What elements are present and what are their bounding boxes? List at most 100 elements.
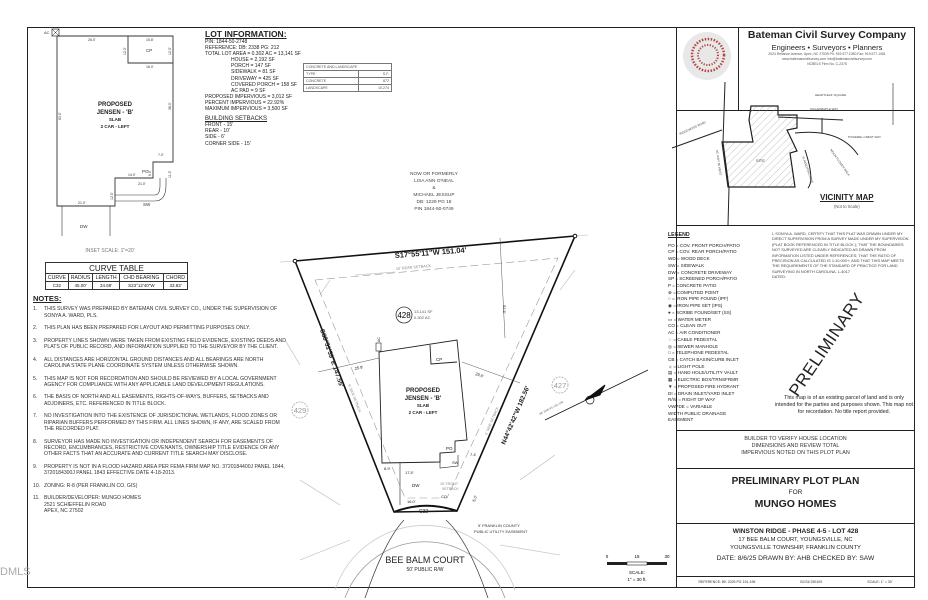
legend-item: ○ = IRON PIPE FOUND (IPF) bbox=[668, 296, 729, 302]
inset-house-outline bbox=[56, 35, 174, 207]
builder-note-line: BUILDER TO VERIFY HOUSE LOCATION bbox=[744, 436, 847, 442]
cp-label: CP bbox=[436, 357, 442, 362]
client-name: MUNGO HOMES bbox=[754, 498, 837, 510]
ac-label: AC bbox=[377, 337, 381, 342]
inset-dim: 12.3' bbox=[123, 47, 127, 55]
legend-heading: LEGEND bbox=[668, 232, 690, 238]
plot-labels: S17°55'11"W 151.04' S68°51'59"E 147.55' … bbox=[318, 245, 564, 573]
inset-house-text: 2 CAR - LEFT bbox=[101, 124, 130, 129]
inset-ac-pad bbox=[51, 28, 60, 37]
company-logo-icon bbox=[683, 32, 731, 80]
adjoiner-line: NOW OR FORMERLY bbox=[410, 171, 459, 177]
note-item: 6.THE BASIS OF NORTH AND ALL EASEMENTS, … bbox=[33, 394, 288, 407]
adjoiner-line: DB: 1229 PG 18 bbox=[417, 199, 452, 205]
note-text: THIS PLAN HAS BEEN PREPARED FOR LAYOUT A… bbox=[44, 325, 251, 332]
front-setback-label: 15' FRONT bbox=[440, 482, 459, 486]
right-dimension-line bbox=[461, 361, 521, 384]
note-text: ALL DISTANCES ARE HORIZONTAL GROUND DIST… bbox=[44, 356, 264, 369]
company-license: NCBELS Firm No. C-2378 bbox=[807, 62, 847, 66]
curve-table-cell: 33.83' bbox=[163, 281, 188, 290]
note-number: 2. bbox=[33, 325, 38, 332]
note-number: 10. bbox=[33, 482, 41, 489]
note-item: 2. THIS PLAN HAS BEEN PREPARED FOR LAYOUT… bbox=[33, 325, 288, 331]
logo-divider bbox=[738, 27, 739, 110]
date-drawn-checked: DATE: 8/6/25 DRAWN BY: AHB CHECKED BY: S… bbox=[716, 555, 875, 562]
surveyor-certification: I, SONYA A. WARD, CERTIFY THAT THIS PLAT… bbox=[772, 231, 909, 280]
setback-line: FRONT - 15' bbox=[205, 122, 234, 129]
plan-for: FOR bbox=[788, 489, 803, 496]
lot-area-sf: 13,141 SF bbox=[414, 309, 433, 314]
company-header: Bateman Civil Survey Company Engineers •… bbox=[739, 29, 915, 67]
adjacent-lot-badges: 429 427 bbox=[291, 376, 569, 419]
builder-note-line: DIMENSIONS AND REVIEW TOTAL bbox=[751, 443, 840, 449]
road-label: PICKEREL CREST WAY bbox=[848, 135, 881, 139]
reference-label: REFERENCE: BK 2025 PG 191-195 bbox=[698, 580, 756, 584]
adjoiner-line: LISA ANN O'NEAL bbox=[414, 178, 454, 184]
note-number: 9. bbox=[33, 463, 38, 470]
legend-item: CB = CATCH BASIN/CURB INLET bbox=[668, 356, 739, 362]
bcs-number: BCS# 250109 bbox=[800, 580, 823, 584]
table-header: TYPE bbox=[302, 70, 360, 78]
setback-line: SIDE - 6' bbox=[205, 134, 225, 141]
inset-dim: 11.0' bbox=[168, 170, 172, 178]
table-cell: 10,274 bbox=[358, 84, 392, 92]
house-text: JENSEN - 'B' bbox=[405, 396, 442, 402]
lot-info-line: PORCH = 147 SF bbox=[231, 63, 271, 70]
note-number: 4. bbox=[33, 356, 38, 363]
notes-heading: NOTES: bbox=[33, 294, 62, 303]
notes-section: NOTES: 1.THIS SURVEY WAS PREPARED BY BAT… bbox=[33, 294, 288, 520]
legend-item: ◎ = SEWER MANHOLE bbox=[668, 343, 719, 349]
curve-table-cell: S23°12'40"W bbox=[118, 281, 165, 290]
sw-label: SW bbox=[452, 460, 459, 465]
table-header: S.F. bbox=[358, 70, 392, 78]
lot-number-badge: 428 13,141 SF 0.302 AC bbox=[395, 306, 433, 324]
curve-table-header: RADIUS bbox=[67, 273, 94, 282]
note-text: PROPERTY IS NOT IN A FLOOD HAZARD AREA P… bbox=[44, 463, 285, 477]
inset-dim: 14.0' bbox=[128, 173, 136, 177]
inset-sw-label: SW bbox=[143, 202, 151, 207]
company-contact: www.batemancivilsurvey.com info@batemanc… bbox=[782, 57, 872, 61]
inset-house-text: SLAB bbox=[109, 117, 122, 122]
legend-item: ☼ = LIGHT POLE bbox=[668, 363, 705, 369]
setbacks-heading: BUILDING SETBACKS bbox=[205, 116, 268, 123]
note-item: 3.PROPERTY LINES SHOWN WERE TAKEN FROM E… bbox=[33, 338, 288, 351]
dimension-label: 7.4' bbox=[470, 452, 477, 457]
inset-house-text: JENSEN - 'B' bbox=[97, 110, 134, 116]
rear-dimension-line bbox=[499, 237, 506, 339]
note-text: THE BASIS OF NORTH AND ALL EASEMENTS, RI… bbox=[44, 394, 269, 407]
plan-title: PRELIMINARY PLOT PLAN bbox=[731, 476, 860, 487]
easement-label: 5' FRANKLIN COUNTY bbox=[478, 523, 520, 528]
note-number: 11. bbox=[33, 495, 40, 502]
scale-label: SCALE: bbox=[629, 570, 645, 575]
adjacent-lot-number: 429 bbox=[294, 406, 307, 415]
lot-area-ac: 0.302 AC bbox=[414, 315, 431, 320]
inset-dimensions: AC CP PO SW DW 26.0' 15.8' 16.0' 7.0' 14… bbox=[44, 30, 172, 229]
lot-info-line: PIN: 1844-50-2748 bbox=[205, 39, 248, 45]
inset-cp-outline bbox=[127, 36, 173, 64]
legend-item: R/W = RIGHT OF WAY bbox=[668, 397, 716, 403]
curve-table-cell: C32 bbox=[45, 281, 69, 290]
inset-dim: 62.0' bbox=[58, 112, 62, 120]
lot-number: 428 bbox=[397, 311, 411, 320]
dimension-label: 5.0' bbox=[471, 494, 478, 502]
lot-info-heading: LOT INFORMATION: bbox=[205, 29, 287, 39]
project-address: 17 BEE BALM COURT, YOUNGSVILLE, NC bbox=[738, 537, 853, 543]
inset-dim: 12.0' bbox=[110, 192, 114, 200]
house-label: PROPOSED JENSEN - 'B' SLAB 2 CAR - LEFT bbox=[405, 388, 442, 415]
dimension-label: 52.6' bbox=[502, 305, 507, 314]
lot-info-line: REFERENCE: DB: 2338 PG: 212 bbox=[205, 45, 280, 52]
vicinity-divider bbox=[676, 225, 915, 227]
iron-pipe-icon bbox=[572, 233, 578, 239]
lot-front-curve bbox=[393, 504, 458, 513]
inset-dim: 26.0' bbox=[88, 38, 96, 42]
legend-item: ▭ = WATER METER bbox=[668, 316, 712, 322]
road-label: NC HWY 96 WEST bbox=[715, 150, 723, 176]
po-label: PO bbox=[446, 446, 453, 451]
proposed-house bbox=[375, 339, 468, 505]
lot-info-line: HOUSE = 2,192 SF bbox=[231, 57, 275, 64]
inset-dim: 15.8' bbox=[146, 38, 154, 42]
curve-table-header: CHD BEARING bbox=[118, 273, 165, 282]
left-bearing-label: S68°51'59"E 147.55' bbox=[318, 328, 346, 389]
note-item: 8.SURVEYOR HAS MADE NO INVESTIGATION OR … bbox=[33, 439, 288, 458]
